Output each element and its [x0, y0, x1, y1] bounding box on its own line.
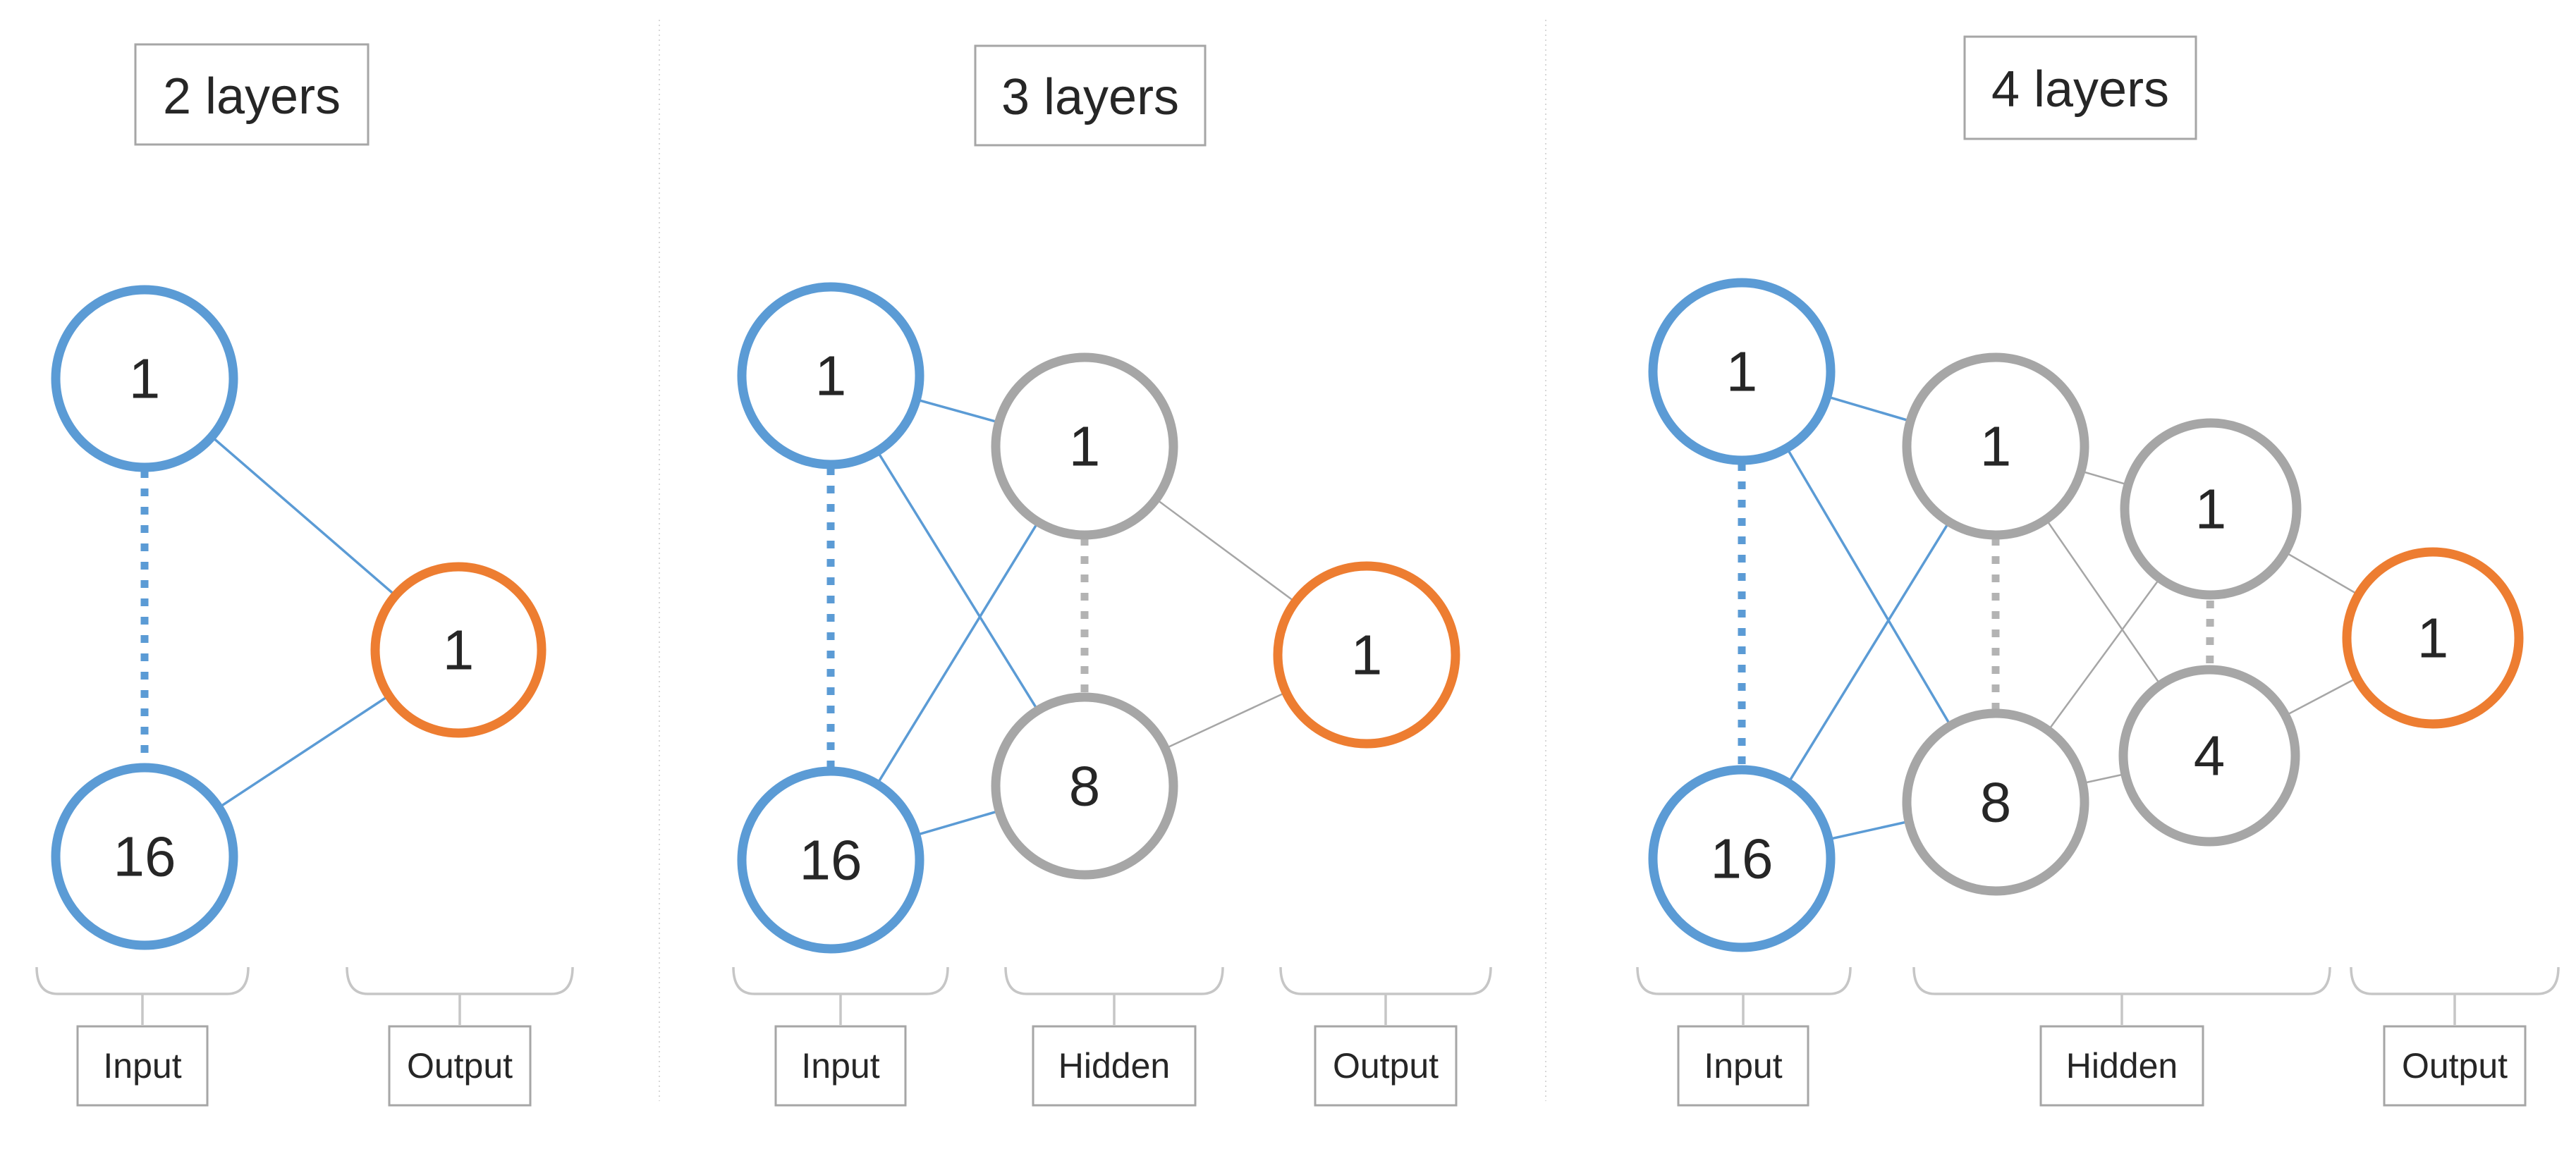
- hidden-node-circle: [2118, 665, 2300, 847]
- hidden-node: 1: [991, 352, 1178, 540]
- hidden-node-value: 8: [1069, 755, 1101, 818]
- hidden-label-box: [1032, 1025, 1197, 1107]
- hidden-node: 1: [2120, 418, 2302, 600]
- brace-hidden: [1912, 966, 2331, 995]
- input-node-circle: [737, 282, 924, 469]
- hidden-node-circle: [1902, 708, 2089, 896]
- hidden-node: 1: [1902, 352, 2089, 540]
- input-node-value: 16: [1711, 828, 1774, 890]
- hidden-node-value: 1: [1980, 415, 2012, 478]
- input-label-box: [1677, 1025, 1809, 1107]
- input-node-circle: [737, 766, 924, 954]
- output-label: Output: [407, 1046, 513, 1086]
- output-label: Output: [1333, 1046, 1439, 1086]
- input-node: 16: [51, 763, 238, 950]
- panel-title-box: [974, 44, 1207, 147]
- hidden-node-circle: [991, 352, 1178, 540]
- input-label-box: [774, 1025, 907, 1107]
- output-node-circle: [2342, 547, 2524, 729]
- input-node-value: 16: [800, 829, 862, 892]
- brace-output: [2350, 966, 2560, 995]
- input-node-value: 1: [1726, 340, 1758, 403]
- output-node: 1: [2342, 547, 2524, 729]
- panel-3-layers: 1 16 1 8 1 3 layers Input Hidden: [732, 44, 1492, 1107]
- hidden-node-value: 1: [1069, 415, 1101, 478]
- output-node-value: 1: [1351, 624, 1383, 687]
- panel-title-box: [1963, 35, 2197, 140]
- output-node-circle: [1273, 561, 1460, 749]
- output-node: 1: [1273, 561, 1460, 749]
- hidden-node: 8: [1902, 708, 2089, 896]
- hidden-node-circle: [2120, 418, 2302, 600]
- input-node-circle: [1648, 765, 1836, 952]
- panel-title: 3 layers: [1001, 69, 1179, 125]
- output-node: 1: [370, 562, 547, 738]
- brace-input: [732, 966, 949, 995]
- input-label: Input: [1704, 1046, 1782, 1086]
- input-label: Input: [103, 1046, 181, 1086]
- input-node-value: 16: [114, 825, 176, 888]
- hidden-label-box: [2039, 1025, 2204, 1107]
- hidden-node: 4: [2118, 665, 2300, 847]
- hidden-node-circle: [1902, 352, 2089, 540]
- output-node-circle: [370, 562, 547, 738]
- brace-input: [35, 966, 250, 995]
- hidden-label: Hidden: [2066, 1046, 2178, 1086]
- output-node-value: 1: [443, 619, 475, 682]
- output-label-box: [2383, 1025, 2527, 1107]
- hidden-node-value: 8: [1980, 771, 2012, 834]
- input-label-box: [76, 1025, 209, 1107]
- brace-hidden: [1004, 966, 1224, 995]
- hidden-node-circle: [991, 692, 1178, 880]
- hidden-node-value: 4: [2194, 725, 2226, 787]
- input-node-value: 1: [815, 345, 847, 407]
- brace-output: [346, 966, 574, 995]
- brace-output: [1279, 966, 1492, 995]
- input-node: 16: [1648, 765, 1836, 952]
- input-node-circle: [51, 763, 238, 950]
- panel-title: 4 layers: [1991, 61, 2169, 118]
- brace-input: [1636, 966, 1852, 995]
- input-node-circle: [1648, 278, 1836, 465]
- input-node-circle: [51, 285, 238, 472]
- hidden-node-value: 1: [2195, 478, 2227, 541]
- input-node: 1: [1648, 278, 1836, 465]
- panel-4-layers: 1 16 1 8 1 4 1 4 layers: [1636, 35, 2560, 1107]
- input-node-value: 1: [129, 348, 161, 410]
- output-label: Output: [2402, 1046, 2508, 1086]
- panel-2-layers: 1 16 1 2 layers Input Output: [35, 43, 574, 1107]
- hidden-label: Hidden: [1058, 1046, 1170, 1086]
- panel-title-box: [134, 43, 370, 146]
- hidden-node: 8: [991, 692, 1178, 880]
- input-node: 1: [51, 285, 238, 472]
- panel-title: 2 layers: [163, 68, 341, 125]
- input-label: Input: [801, 1046, 879, 1086]
- input-node: 1: [737, 282, 924, 469]
- output-label-box: [1314, 1025, 1458, 1107]
- input-node: 16: [737, 766, 924, 954]
- output-node-value: 1: [2417, 607, 2449, 670]
- output-label-box: [388, 1025, 532, 1107]
